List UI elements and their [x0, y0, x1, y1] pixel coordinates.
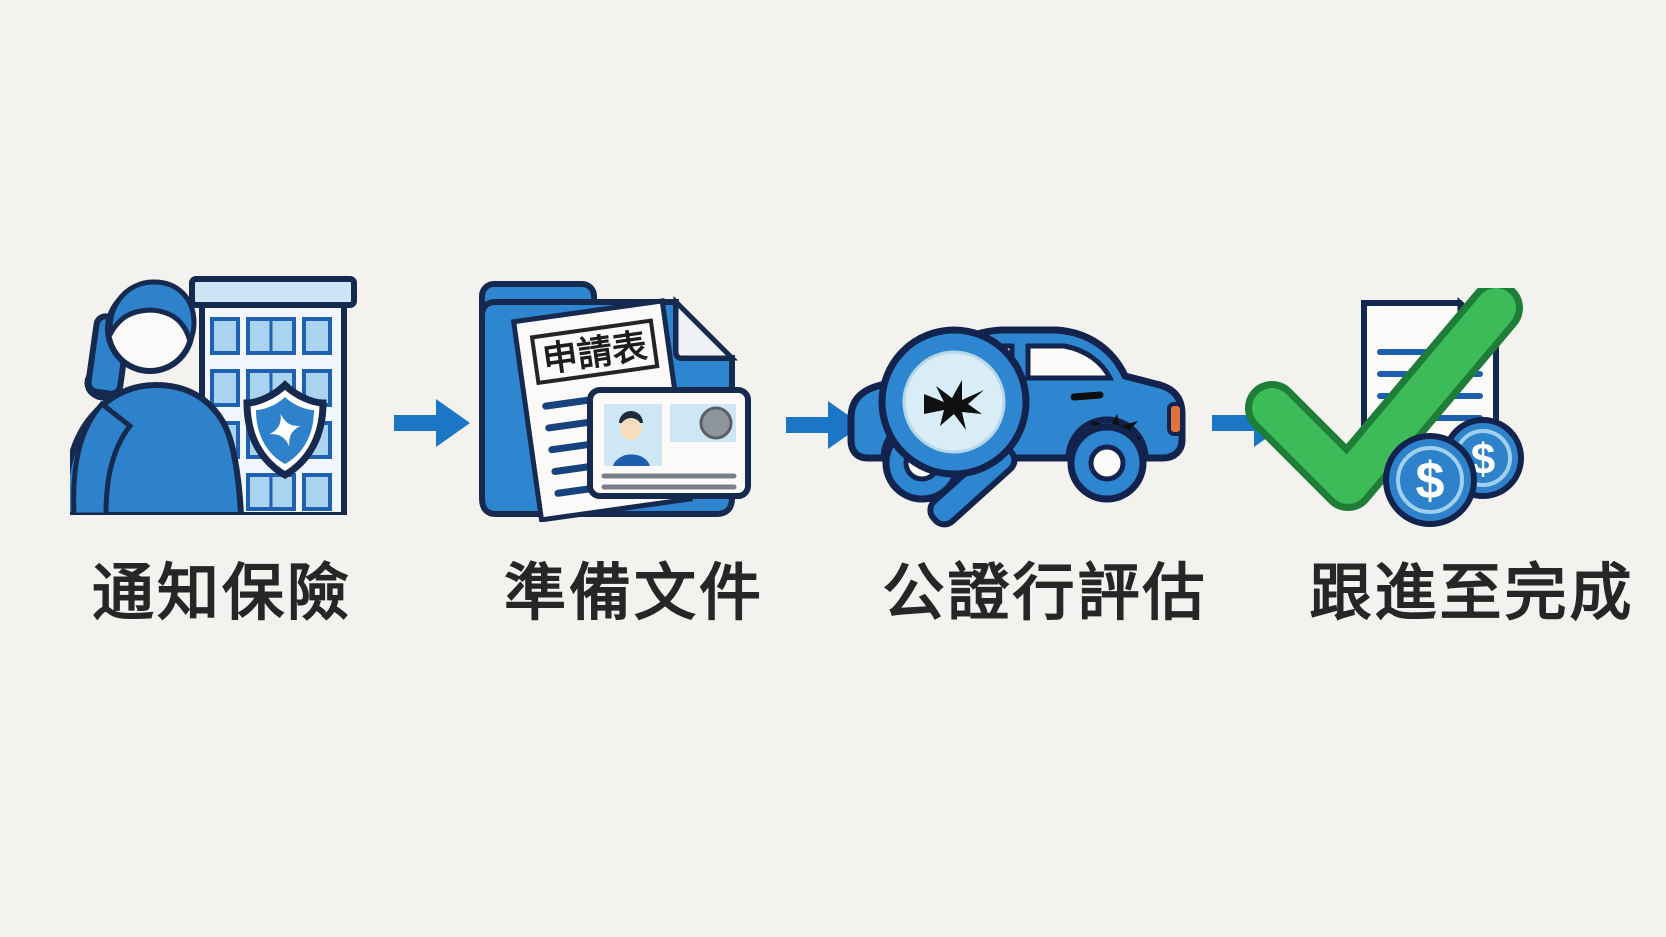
arrow-2	[786, 398, 864, 452]
lens-crack	[924, 380, 984, 430]
right-arrow-icon	[786, 401, 862, 449]
dollar-sign: $	[1416, 452, 1445, 510]
step-2-icon-area: 申請表	[464, 274, 756, 522]
step-4-label: 跟進至完成	[1309, 559, 1635, 628]
sparkle-icon	[269, 413, 301, 447]
step-3-label: 公證行評估	[882, 559, 1208, 628]
step-1-icon-area	[70, 263, 365, 515]
step-3-icon-area	[826, 298, 1198, 536]
step-4-icon-area: $ $	[1240, 288, 1532, 528]
insurance-shield-icon	[243, 380, 327, 480]
person-phone-insurance-building-icon	[70, 276, 357, 515]
tail-light	[1167, 402, 1184, 436]
right-arrow-icon	[394, 399, 470, 447]
magnifier-damaged-car-icon	[847, 326, 1186, 528]
step-1-label: 通知保險	[91, 559, 352, 628]
id-card-icon	[587, 387, 751, 499]
card-photo-circle	[699, 406, 733, 440]
coin-icon-front: $	[1383, 433, 1477, 527]
checkmark-icon	[1245, 288, 1523, 511]
folded-corner	[673, 295, 739, 361]
folder-application-form-id-card-icon: 申請表	[479, 281, 751, 522]
step-2-label: 準備文件	[503, 559, 764, 628]
arrow-1	[394, 396, 472, 450]
checkmark-document-coins-icon: $ $	[1245, 288, 1524, 527]
